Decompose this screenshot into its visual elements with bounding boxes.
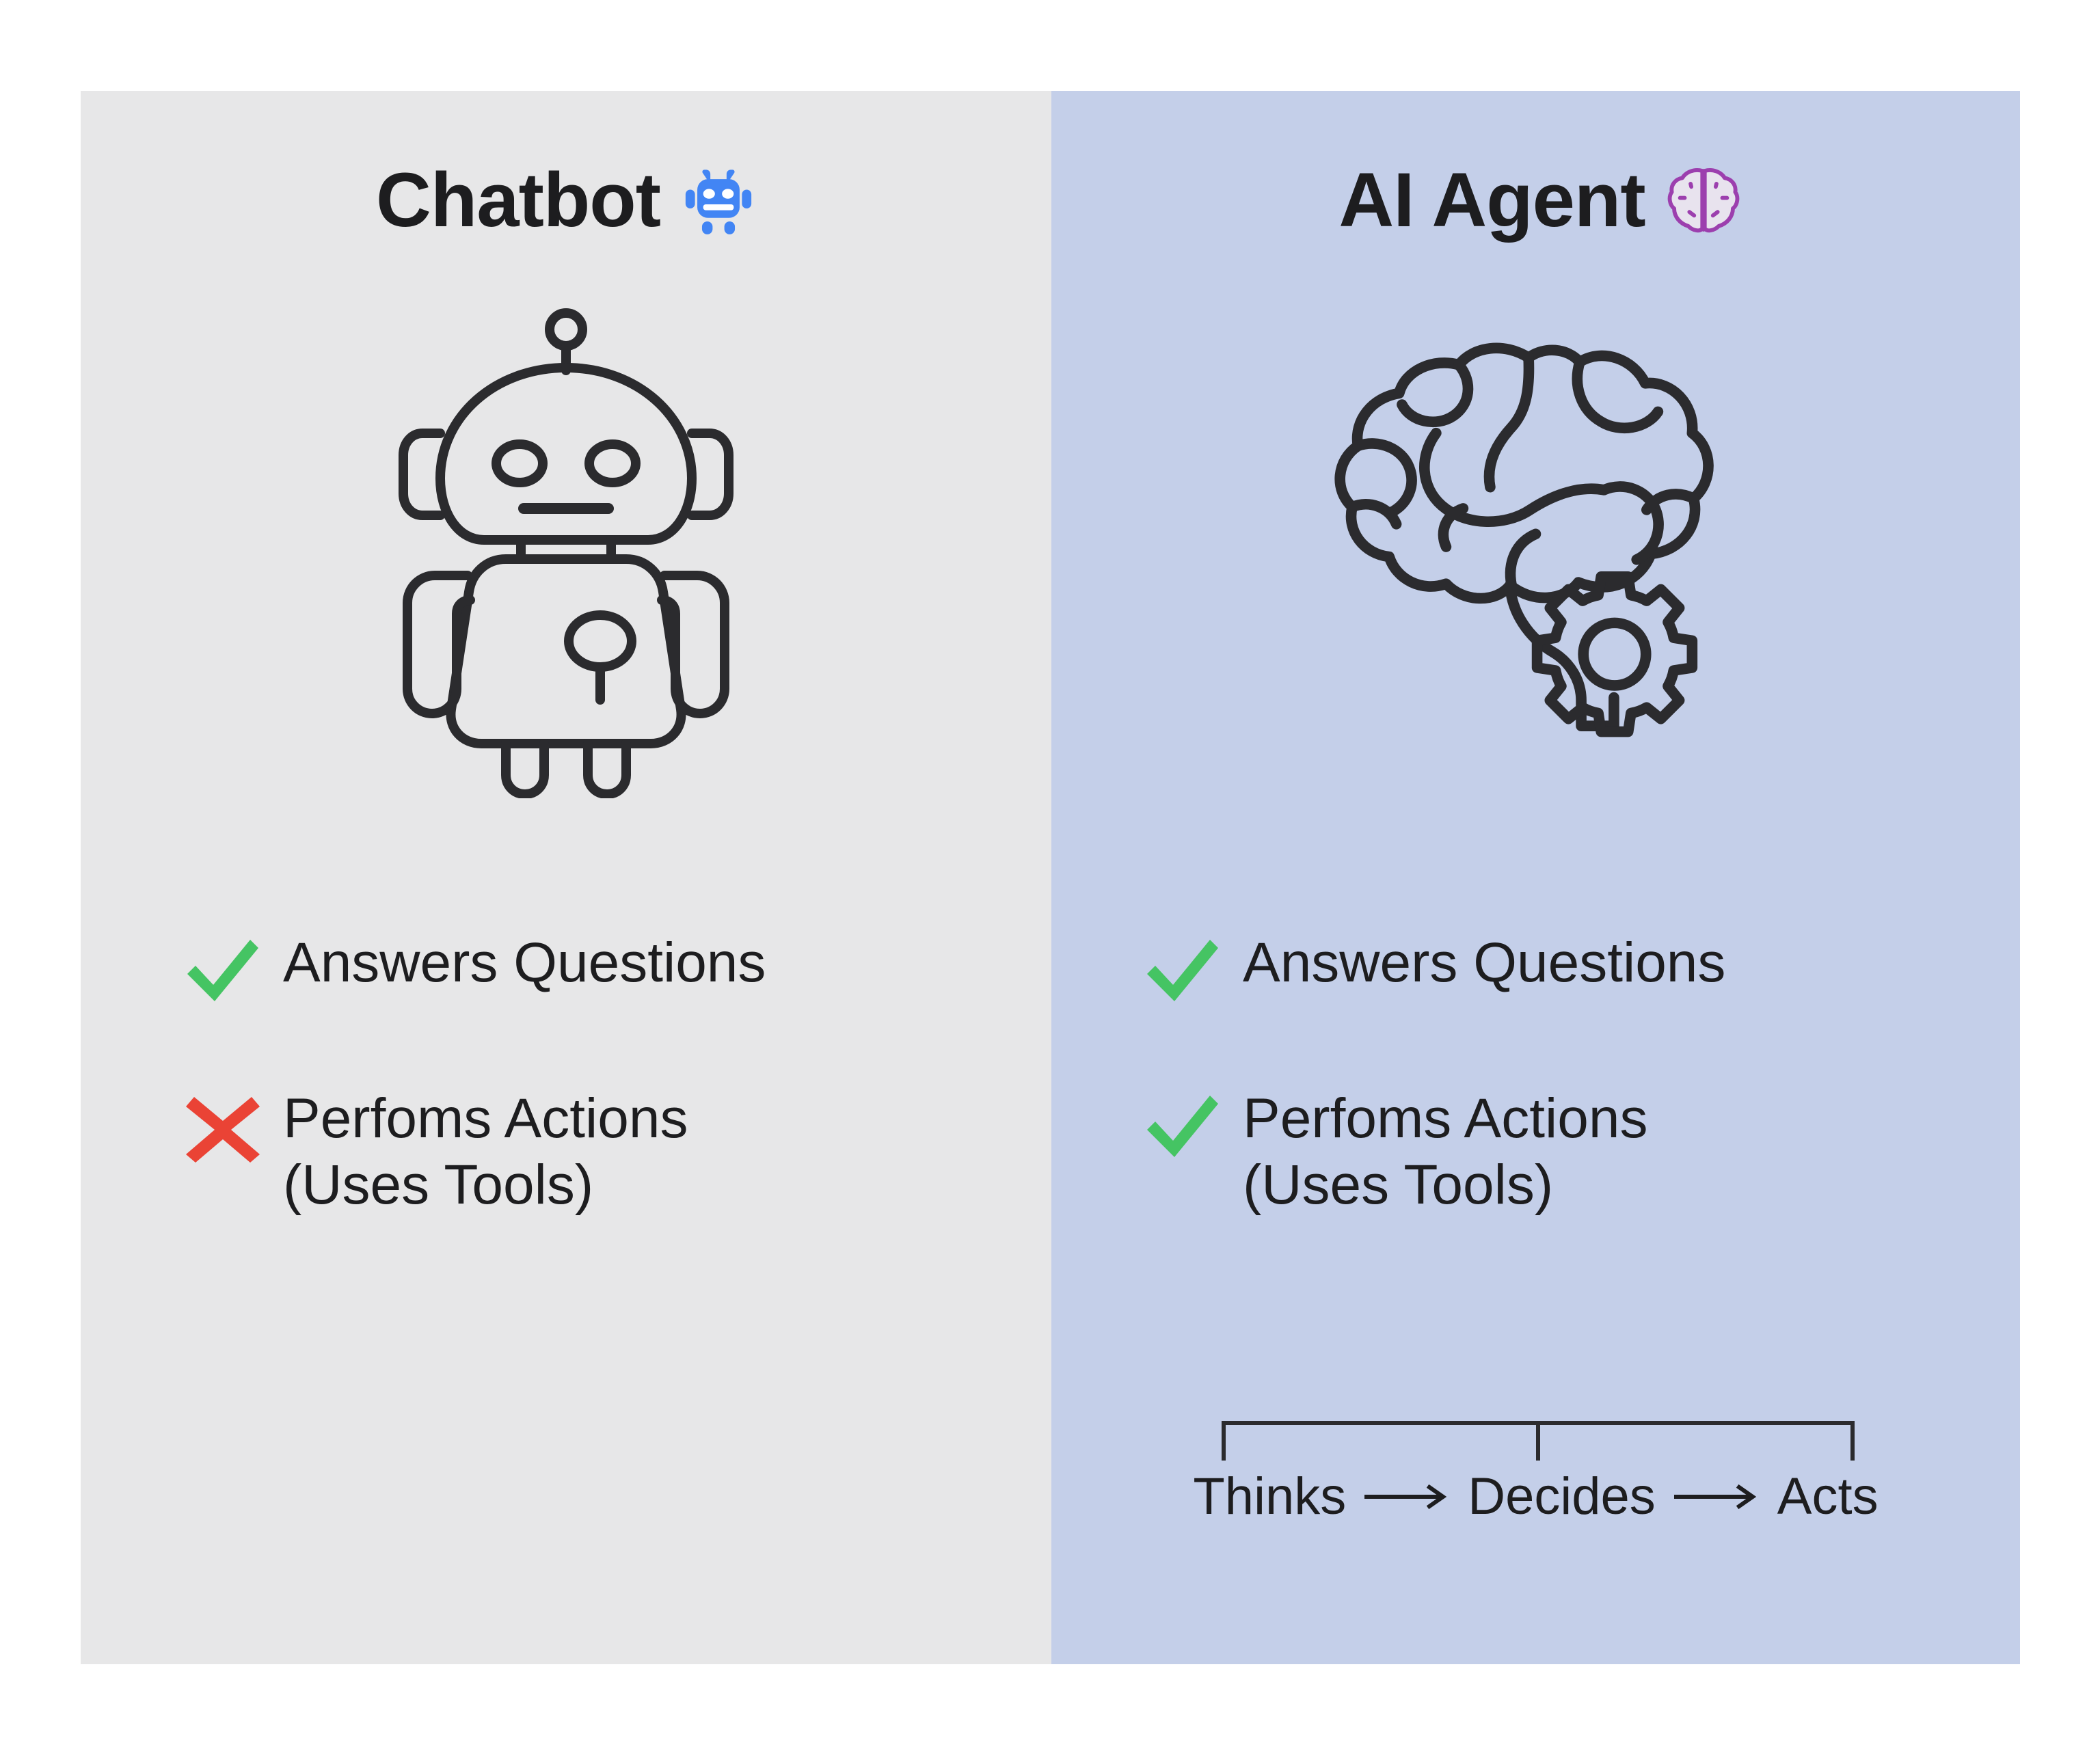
feature-label: Answers Questions: [1243, 930, 1725, 996]
robot-emoji: [685, 169, 752, 234]
check-icon: [182, 934, 264, 1009]
feature-row: Answers Questions: [1142, 930, 2020, 1009]
feature-row: Answers Questions: [182, 930, 1051, 1009]
ai-agent-feature-list: Answers Questions Perfoms Actions (Uses …: [1051, 930, 2020, 1219]
panel-chatbot: Chatbot: [81, 91, 1051, 1664]
chatbot-header: Chatbot: [81, 162, 1051, 239]
flow-step-decides: Decides: [1468, 1467, 1656, 1525]
ai-agent-illustration-wrap: [1051, 334, 2020, 740]
ai-agent-header: AI Agent: [1051, 162, 2020, 239]
panel-ai-agent: AI Agent: [1051, 91, 2020, 1664]
feature-label: Perfoms Actions (Uses Tools): [1243, 1086, 1647, 1219]
grouping-bracket: [1221, 1421, 1855, 1461]
feature-line-2: (Uses Tools): [1243, 1153, 1554, 1216]
feature-line-1: Answers Questions: [1243, 932, 1726, 994]
agent-flow-strip: Thinks Decides: [1051, 1420, 2020, 1526]
comparison-board: Chatbot: [81, 91, 2020, 1664]
arrow-right-icon: [1673, 1481, 1760, 1512]
chatbot-illustration-wrap: [81, 299, 1051, 798]
feature-label: Answers Questions: [283, 930, 766, 996]
ai-agent-title: AI Agent: [1338, 157, 1645, 243]
flow-step-acts: Acts: [1777, 1467, 1879, 1525]
feature-line-1: Perfoms Actions: [283, 1087, 688, 1150]
feature-label: Perfoms Actions (Uses Tools): [283, 1086, 688, 1219]
flow-step-thinks: Thinks: [1193, 1467, 1347, 1525]
check-icon: [1142, 1090, 1224, 1165]
feature-line-1: Perfoms Actions: [1243, 1087, 1648, 1150]
cross-icon: [182, 1090, 264, 1165]
check-icon: [1142, 934, 1224, 1009]
robot-line-illustration: [399, 308, 733, 798]
brain-emoji: [1667, 168, 1739, 233]
arrow-right-icon: [1364, 1481, 1450, 1512]
brain-with-gear-line-illustration: [1334, 342, 1714, 737]
chatbot-feature-list: Answers Questions Perfoms Actions (Uses …: [81, 930, 1051, 1219]
feature-line-2: (Uses Tools): [283, 1153, 594, 1216]
feature-line-1: Answers Questions: [283, 932, 766, 994]
flow-steps: Thinks Decides: [1193, 1467, 1878, 1526]
feature-row: Perfoms Actions (Uses Tools): [182, 1086, 1051, 1219]
feature-row: Perfoms Actions (Uses Tools): [1142, 1086, 2020, 1219]
chatbot-title: Chatbot: [375, 157, 661, 243]
